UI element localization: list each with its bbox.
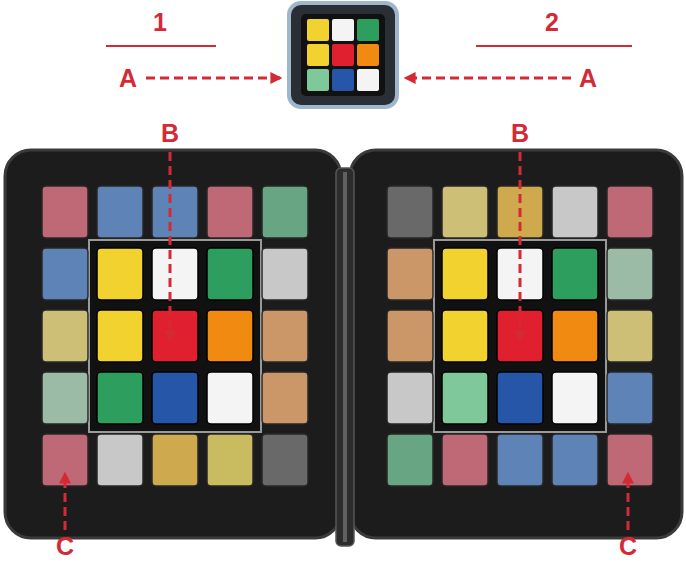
color-tile (607, 372, 653, 424)
color-tile (387, 186, 433, 238)
color-tile (442, 248, 488, 300)
color-tile (387, 434, 433, 486)
color-tile (207, 186, 253, 238)
color-tile (152, 372, 198, 424)
callout-letter: B (511, 121, 529, 146)
color-tile (97, 186, 143, 238)
callout-letter: 1 (153, 10, 167, 35)
color-tile (442, 186, 488, 238)
card-inner (301, 14, 385, 96)
color-tile (442, 434, 488, 486)
color-tile (607, 434, 653, 486)
color-tile (552, 186, 598, 238)
color-tile (442, 372, 488, 424)
callout-letter: C (56, 534, 74, 559)
callout-letter: 2 (545, 10, 559, 35)
color-tile (97, 434, 143, 486)
color-tile (607, 310, 653, 362)
target-frame (89, 240, 261, 432)
pattern-card (289, 3, 397, 107)
card-tile (307, 44, 329, 66)
game-board (5, 150, 682, 546)
dashed-arrow (64, 474, 67, 530)
color-tile (262, 310, 308, 362)
color-tile (442, 310, 488, 362)
card-tile (332, 69, 354, 91)
callout-marks (65, 46, 632, 530)
dashed-arrow (519, 152, 522, 340)
color-tile (207, 248, 253, 300)
board-hinge (336, 168, 354, 546)
color-tile (42, 434, 88, 486)
color-tile (497, 372, 543, 424)
color-tile (207, 310, 253, 362)
card-tile (307, 19, 329, 41)
color-tile (552, 310, 598, 362)
dashed-arrow (627, 474, 630, 530)
callout-letter: C (619, 534, 637, 559)
dashed-arrow (146, 77, 280, 80)
color-tile (152, 310, 198, 362)
color-tile (607, 186, 653, 238)
card-tile (357, 69, 379, 91)
color-tile (552, 434, 598, 486)
callout-letter: A (579, 66, 597, 91)
callout-letter: B (161, 121, 179, 146)
color-tile (552, 248, 598, 300)
color-tile (42, 248, 88, 300)
card-tile (307, 69, 329, 91)
color-tile (262, 186, 308, 238)
color-tile (207, 372, 253, 424)
color-tile (387, 248, 433, 300)
callout-letter: A (119, 66, 137, 91)
color-tile (262, 248, 308, 300)
color-tile (552, 372, 598, 424)
color-tile (42, 186, 88, 238)
board-half (350, 150, 682, 538)
underline (106, 45, 216, 47)
color-tile (607, 248, 653, 300)
color-tile (152, 186, 198, 238)
hinge-highlight (343, 172, 347, 542)
color-tile (387, 310, 433, 362)
color-tile (42, 372, 88, 424)
color-tile (152, 434, 198, 486)
board-half (5, 150, 341, 538)
color-tile (42, 310, 88, 362)
color-tile (387, 372, 433, 424)
color-tile (152, 248, 198, 300)
color-tile (262, 372, 308, 424)
dashed-arrow (406, 77, 571, 80)
dashed-arrow (169, 152, 172, 340)
underline (476, 45, 632, 47)
color-tile (97, 372, 143, 424)
color-tile (207, 434, 253, 486)
card-frame (289, 3, 397, 107)
color-tile (97, 310, 143, 362)
card-tile (332, 19, 354, 41)
color-tile (262, 434, 308, 486)
card-tile (357, 44, 379, 66)
color-tile (497, 434, 543, 486)
card-tile (357, 19, 379, 41)
card-tile (332, 44, 354, 66)
color-tile (97, 248, 143, 300)
